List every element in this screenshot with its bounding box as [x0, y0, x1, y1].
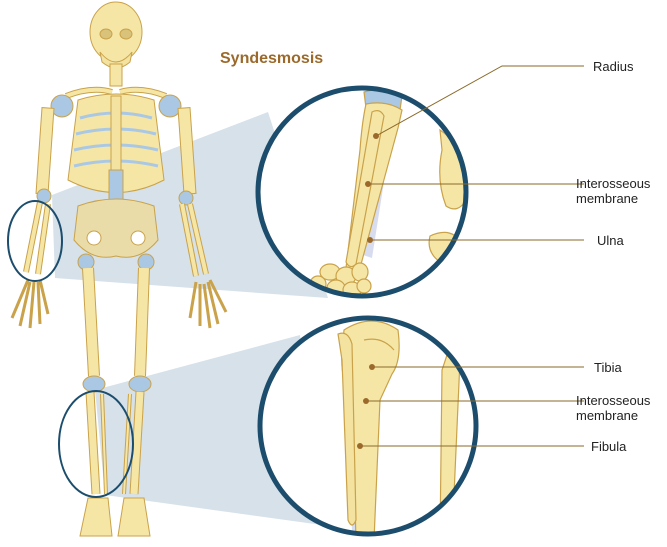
skeleton-figure — [10, 1, 228, 537]
tibia-label: Tibia — [594, 360, 622, 375]
leg-highlight-ellipse — [58, 390, 134, 498]
right-hand — [188, 279, 228, 329]
leg-zoom-projection — [95, 335, 322, 525]
right-foot — [117, 497, 151, 537]
left-hand — [10, 279, 50, 329]
forearm-highlight-ellipse — [7, 200, 63, 282]
diagram-title: Syndesmosis — [220, 50, 324, 67]
pelvis — [73, 198, 159, 258]
radius-leader — [375, 65, 584, 137]
ulna-label: Ulna — [597, 233, 624, 248]
upper-membrane-label-line2: membrane — [576, 191, 639, 206]
lower-interosseous-membrane-label: Interosseous membrane — [576, 393, 650, 423]
left-foot — [79, 497, 113, 537]
skull — [89, 1, 143, 63]
radius-label: Radius — [593, 59, 634, 74]
lower-membrane-label-line2: membrane — [576, 408, 639, 423]
lower-membrane-label-line1: Interosseous — [576, 393, 651, 408]
leader-dots — [357, 133, 379, 449]
upper-interosseous-membrane-label: Interosseous membrane — [576, 176, 650, 206]
forearm-zoom-circle — [255, 85, 469, 299]
leader-lines — [360, 65, 584, 447]
leg-zoom-circle — [257, 315, 479, 537]
upper-membrane-label-line1: Interosseous — [576, 176, 651, 191]
fibula-label: Fibula — [591, 439, 627, 454]
